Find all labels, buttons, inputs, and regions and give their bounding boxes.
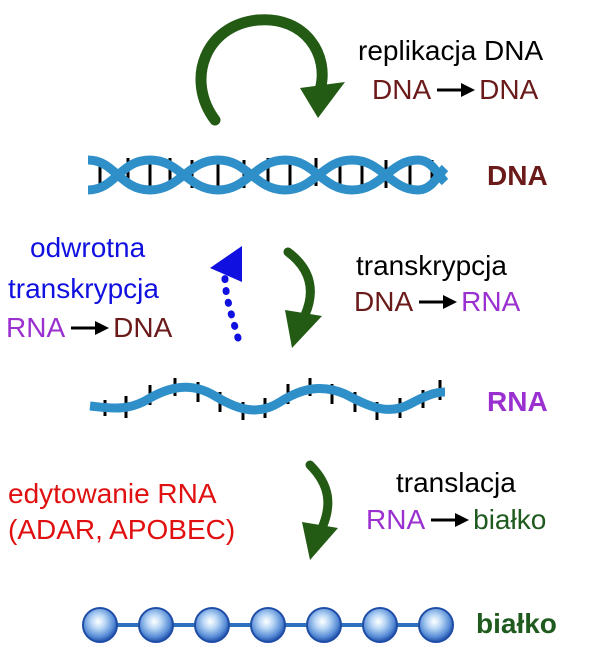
transcription-to: RNA	[461, 286, 521, 317]
replication-cycle-arrow	[195, 14, 345, 126]
replication-from: DNA	[372, 74, 432, 105]
right-arrow-icon	[71, 321, 110, 335]
reverse-transcription-line2: transkrypcja	[8, 273, 159, 304]
reverse-transcription-line1: odwrotna	[30, 232, 146, 263]
transcription-arrow	[283, 247, 322, 348]
dna-double-helix	[87, 155, 449, 195]
rna-label: RNA	[487, 386, 548, 417]
rna-editing-line2: (ADAR, APOBEC)	[8, 514, 236, 545]
translation-to: białko	[473, 504, 547, 535]
reverse-to: DNA	[113, 312, 173, 343]
translation-title: translacja	[396, 467, 516, 498]
translation-from: RNA	[366, 504, 426, 535]
right-arrow-icon	[419, 295, 458, 309]
reverse-transcription-equation: RNA DNA	[6, 312, 172, 344]
right-arrow-icon	[437, 83, 476, 97]
replication-title: replikacja DNA	[358, 35, 544, 66]
transcription-equation: DNA RNA	[354, 286, 520, 318]
reverse-transcription-arrow	[210, 246, 242, 342]
rna-strand	[89, 378, 446, 420]
dna-label: DNA	[487, 160, 548, 191]
transcription-title: transkrypcja	[356, 250, 507, 281]
right-arrow-icon	[431, 513, 470, 527]
reverse-from: RNA	[6, 312, 66, 343]
protein-beads	[82, 607, 454, 643]
rna-editing-line1: edytowanie RNA	[8, 478, 217, 509]
protein-label: białko	[476, 608, 557, 639]
translation-equation: RNA białko	[366, 504, 546, 536]
transcription-from: DNA	[354, 286, 414, 317]
replication-to: DNA	[479, 74, 539, 105]
replication-equation: DNA DNA	[372, 74, 538, 106]
translation-arrow	[302, 460, 338, 560]
